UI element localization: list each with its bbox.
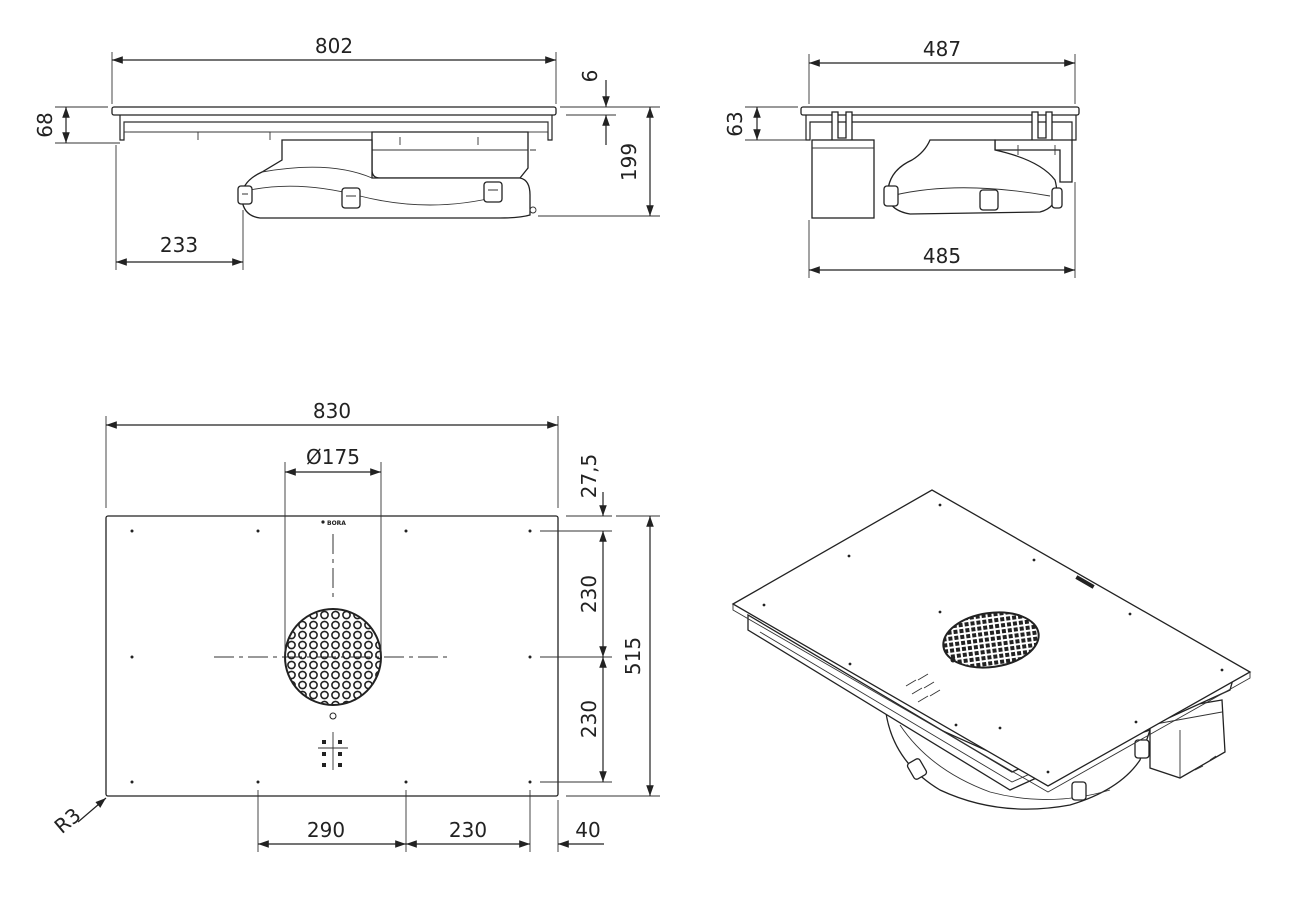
dim-edge-27-5: 27,5 <box>577 454 601 499</box>
top-view: BORA 830 Ø175 27,5 <box>50 399 660 852</box>
dim-side-depth-199: 199 <box>617 143 641 181</box>
dim-bottom-40: 40 <box>575 818 600 842</box>
dim-end-top-width: 487 <box>923 37 961 61</box>
isometric-view <box>731 489 1252 810</box>
dim-side-offset-233: 233 <box>160 233 198 257</box>
dim-bottom-230: 230 <box>449 818 487 842</box>
dim-side-width: 802 <box>315 34 353 58</box>
dim-end-bottom-width: 485 <box>923 244 961 268</box>
dim-bottom-290: 290 <box>307 818 345 842</box>
dim-lower-230: 230 <box>577 700 601 738</box>
side-view: 802 68 6 199 233 <box>33 34 660 270</box>
brand-logo: BORA <box>327 520 346 527</box>
dim-top-depth-515: 515 <box>621 637 645 675</box>
end-view: 487 63 485 <box>723 37 1080 278</box>
dim-end-height-63: 63 <box>723 111 747 136</box>
dim-corner-radius: R3 <box>50 803 86 838</box>
dim-top-width-830: 830 <box>313 399 351 423</box>
dim-side-height-68: 68 <box>33 112 57 137</box>
dim-glass-thickness: 6 <box>578 70 602 83</box>
dim-grill-diameter: Ø175 <box>306 445 360 469</box>
dim-upper-230: 230 <box>577 575 601 613</box>
